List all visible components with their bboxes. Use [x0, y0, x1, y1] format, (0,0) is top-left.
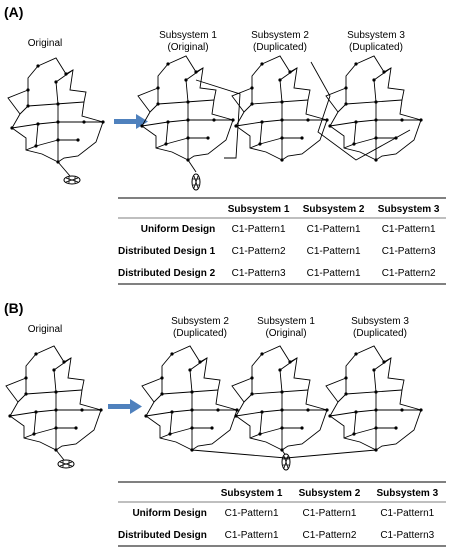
panel-a-subsystem-2-caption: Subsystem 2 (Duplicated)	[240, 30, 320, 54]
caption-line: Subsystem 3	[347, 30, 405, 41]
column-header: Subsystem 2	[302, 203, 365, 215]
caption-line: Subsystem 1	[257, 316, 315, 327]
caption-line: (Duplicated)	[173, 328, 227, 339]
table-cell: C1-Pattern2	[302, 529, 357, 541]
table-cell: C1-Pattern1	[302, 507, 357, 519]
table-header-row: Subsystem 1 Subsystem 2 Subsystem 3	[118, 484, 446, 502]
table-cell: C1-Pattern2	[381, 267, 436, 279]
panel-b-arrow	[108, 399, 142, 414]
reservoir-icon	[63, 175, 81, 185]
panel-a-original-caption: Original	[27, 38, 63, 49]
table-corner	[118, 200, 221, 218]
caption-line: Subsystem 3	[351, 316, 409, 327]
panel-b-subsystem-2-network	[141, 345, 240, 453]
panel-a-connection-pipes	[195, 61, 411, 161]
table-row: Distributed Design C1-Pattern1 C1-Patter…	[118, 524, 446, 546]
row-header: Distributed Design 1	[118, 245, 216, 257]
panel-b-subsystem-2-caption: Subsystem 2 (Duplicated)	[160, 316, 240, 340]
column-header: Subsystem 2	[298, 487, 361, 499]
panel-a-label: (A)	[4, 4, 24, 20]
table-row: Uniform Design C1-Pattern1 C1-Pattern1 C…	[118, 218, 446, 240]
panel-b-label: (B)	[4, 300, 24, 316]
caption-line: Subsystem 1	[159, 30, 217, 41]
table-cell: C1-Pattern1	[224, 529, 279, 541]
panel-b-subsystem-1-caption: Subsystem 1 (Original)	[246, 316, 326, 340]
table-cell: C1-Pattern1	[380, 507, 435, 519]
table-row: Uniform Design C1-Pattern1 C1-Pattern1 C…	[118, 502, 446, 524]
caption-line: (Duplicated)	[349, 42, 403, 53]
table-row: Distributed Design 2 C1-Pattern3 C1-Patt…	[118, 262, 446, 284]
table-corner	[118, 484, 213, 502]
caption-line: (Original)	[167, 42, 209, 53]
caption-line: Subsystem 2	[171, 316, 229, 327]
table-cell: C1-Pattern2	[231, 245, 286, 257]
panel-a-subsystem-3-caption: Subsystem 3 (Duplicated)	[336, 30, 416, 54]
panel-b-subsystem-3-network	[325, 345, 424, 453]
column-header: Subsystem 3	[376, 487, 439, 499]
panel-a-design-table: Subsystem 1 Subsystem 2 Subsystem 3 Unif…	[118, 200, 446, 284]
table-cell: C1-Pattern1	[231, 223, 286, 235]
panel-a-subsystem-3-network	[325, 55, 424, 163]
table-header-row: Subsystem 1 Subsystem 2 Subsystem 3	[118, 200, 446, 218]
table-row: Distributed Design 1 C1-Pattern2 C1-Patt…	[118, 240, 446, 262]
column-header: Subsystem 3	[377, 203, 440, 215]
reservoir-icon	[191, 173, 201, 191]
caption-line: Subsystem 2	[251, 30, 309, 41]
row-header: Distributed Design 2	[118, 267, 216, 279]
panel-b-design-table: Subsystem 1 Subsystem 2 Subsystem 3 Unif…	[118, 484, 446, 546]
caption-line: (Duplicated)	[353, 328, 407, 339]
row-header: Uniform Design	[140, 223, 216, 235]
table-cell: C1-Pattern1	[306, 267, 361, 279]
reservoir-icon	[57, 459, 75, 469]
panel-b-subsystem-1-network	[231, 345, 330, 471]
caption-line: (Original)	[265, 328, 307, 339]
table-cell: C1-Pattern3	[380, 529, 435, 541]
table-cell: C1-Pattern1	[224, 507, 279, 519]
column-header: Subsystem 1	[220, 487, 283, 499]
panel-b-connection-pipes	[191, 449, 377, 459]
reservoir-icon	[281, 453, 291, 471]
row-header: Uniform Design	[132, 507, 207, 519]
panel-a-arrow	[114, 114, 148, 129]
table-cell: C1-Pattern3	[381, 245, 436, 257]
panel-a-subsystem-1-caption: Subsystem 1 (Original)	[148, 30, 228, 54]
table-cell: C1-Pattern3	[231, 267, 286, 279]
table-cell: C1-Pattern1	[306, 245, 361, 257]
row-header: Distributed Design	[118, 529, 207, 541]
panel-b-original-network	[5, 345, 104, 469]
caption-line: (Duplicated)	[253, 42, 307, 53]
panel-a-subsystem-1-network	[137, 55, 236, 191]
panel-b-subsystem-3-caption: Subsystem 3 (Duplicated)	[340, 316, 420, 340]
panel-a-original-network	[7, 57, 106, 185]
table-cell: C1-Pattern1	[306, 223, 361, 235]
table-cell: C1-Pattern1	[381, 223, 436, 235]
panel-a-subsystem-2-network	[231, 55, 330, 163]
panel-b-original-caption: Original	[27, 324, 63, 335]
column-header: Subsystem 1	[227, 203, 290, 215]
